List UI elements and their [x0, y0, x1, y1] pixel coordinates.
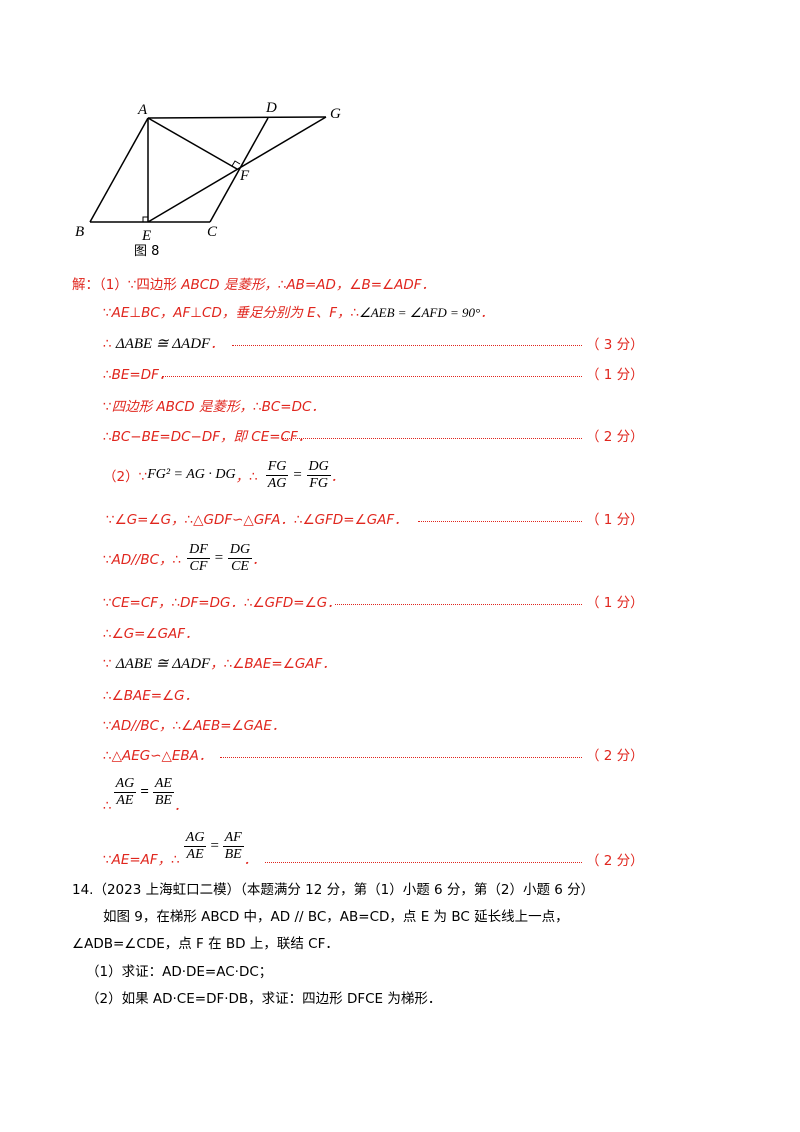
solution-math: FG² = AG · DG [147, 467, 236, 482]
equals-sign: = [209, 837, 220, 854]
score-label: （ 1 分） [586, 512, 644, 528]
solution-line-1: 解：（1）∵四边形 ABCD 是菱形，∴AB=AD，∠B=∠ADF． [72, 273, 435, 293]
solution-line-2: ∵AE⊥BC，AF⊥CD，垂足分别为 E、F，∴∠AEB = ∠AFD = 90… [103, 301, 494, 321]
equals-sign: = [213, 549, 224, 566]
solution-text: 解：（1）∵四边形 [72, 277, 182, 293]
solution-text: ． [243, 852, 258, 868]
problem-14-line-2: ∠ADB=∠CDE，点 F 在 BD 上，联结 CF． [72, 936, 339, 952]
solution-line-3: ∴ ΔABE ≅ ΔADF． [103, 332, 224, 353]
dotted-leader [265, 862, 582, 863]
score-label: （ 1 分） [586, 367, 644, 383]
solution-text: ∵AE=AF，∴ [103, 852, 180, 868]
solution-line-15: ∴△AEG∽△EBA． [103, 748, 213, 764]
problem-14-line-1: 如图 9，在梯形 ABCD 中，AD // BC，AB=CD，点 E 为 BC … [103, 909, 569, 925]
solution-text: ． [252, 552, 266, 568]
equals-sign: = [140, 783, 149, 800]
problem-14-question-2: （2）如果 AD·CE=DF·DB，求证：四边形 DFCE 为梯形． [86, 991, 442, 1007]
solution-line-6: ∴BC−BE=DC−DF，即 CE=CF． [103, 429, 312, 445]
label-f: F [239, 168, 250, 184]
equals-sign: = [292, 466, 303, 483]
solution-line-4: ∴BE=DF． [103, 367, 173, 383]
score-label: （ 2 分） [586, 853, 644, 869]
solution-text: ∵ [103, 656, 116, 672]
label-a: A [137, 102, 148, 118]
solution-text: ∵AD//BC，∴ [103, 552, 182, 568]
solution-math: ∠AEB = ∠AFD = 90° [359, 305, 481, 320]
solution-text: （2）∵ [103, 469, 148, 485]
problem-14-header: 14.（2023 上海虹口二模）（本题满分 12 分，第（1）小题 6 分，第（… [72, 882, 595, 898]
solution-text: ∴ [103, 798, 112, 814]
score-label: （ 2 分） [586, 429, 644, 445]
label-b: B [75, 224, 84, 240]
solution-line-11: ∴∠G=∠GAF． [103, 626, 199, 642]
solution-line-13: ∴∠BAE=∠G． [103, 688, 199, 704]
solution-text: ∴ [103, 336, 116, 352]
solution-line-5: ∵四边形 ABCD 是菱形，∴BC=DC． [103, 399, 325, 415]
segment-ag [147, 116, 327, 119]
dotted-leader [162, 376, 582, 377]
dotted-leader [282, 438, 582, 439]
solution-line-14: ∵AD//BC，∴∠AEB=∠GAE． [103, 718, 286, 734]
geometry-figure: A D G F B E C 图 8 [75, 100, 341, 259]
label-c: C [207, 224, 218, 240]
solution-math: ABCD [181, 277, 220, 293]
dotted-leader [418, 521, 582, 522]
solution-line-10: ∵CE=CF，∴DF=DG．∴∠GFD=∠G． [103, 595, 341, 611]
score-label: （ 3 分） [586, 337, 644, 353]
solution-text: ． [330, 469, 345, 485]
label-g: G [330, 106, 341, 122]
segment-eg [147, 116, 327, 223]
label-d: D [265, 100, 277, 116]
solution-text: 是菱形，∴AB=AD，∠B=∠ADF． [219, 277, 436, 293]
dotted-leader [335, 604, 582, 605]
solution-line-8: ∵∠G=∠G，∴△GDF∽△GFA．∴∠GFD=∠GAF． [106, 512, 408, 528]
solution-text: ，∴ [235, 469, 258, 485]
dotted-leader [220, 757, 582, 758]
figure-caption: 图 8 [134, 244, 159, 259]
solution-line-12: ∵ ΔABE ≅ ΔADF，∴∠BAE=∠GAF． [103, 652, 336, 673]
solution-text: ． [480, 305, 494, 321]
segment-af [147, 117, 238, 170]
segment-dc [209, 117, 269, 223]
solution-math: ΔABE ≅ ΔADF [115, 656, 211, 672]
label-e: E [141, 228, 151, 244]
segment-ab [89, 117, 149, 223]
solution-text: ． [173, 798, 188, 814]
solution-text: ． [210, 336, 224, 352]
dotted-leader [232, 345, 582, 346]
solution-text: ，∴∠BAE=∠GAF． [210, 656, 336, 672]
solution-text: ∵AE⊥BC，AF⊥CD，垂足分别为 E、F，∴ [103, 305, 360, 321]
score-label: （ 1 分） [586, 595, 644, 611]
right-angle-mark-e [142, 216, 148, 222]
score-label: （ 2 分） [586, 748, 644, 764]
problem-14-question-1: （1）求证：AD·DE=AC·DC； [86, 964, 273, 980]
right-angle-mark-f [231, 160, 241, 167]
solution-math: ΔABE ≅ ΔADF [115, 336, 211, 352]
